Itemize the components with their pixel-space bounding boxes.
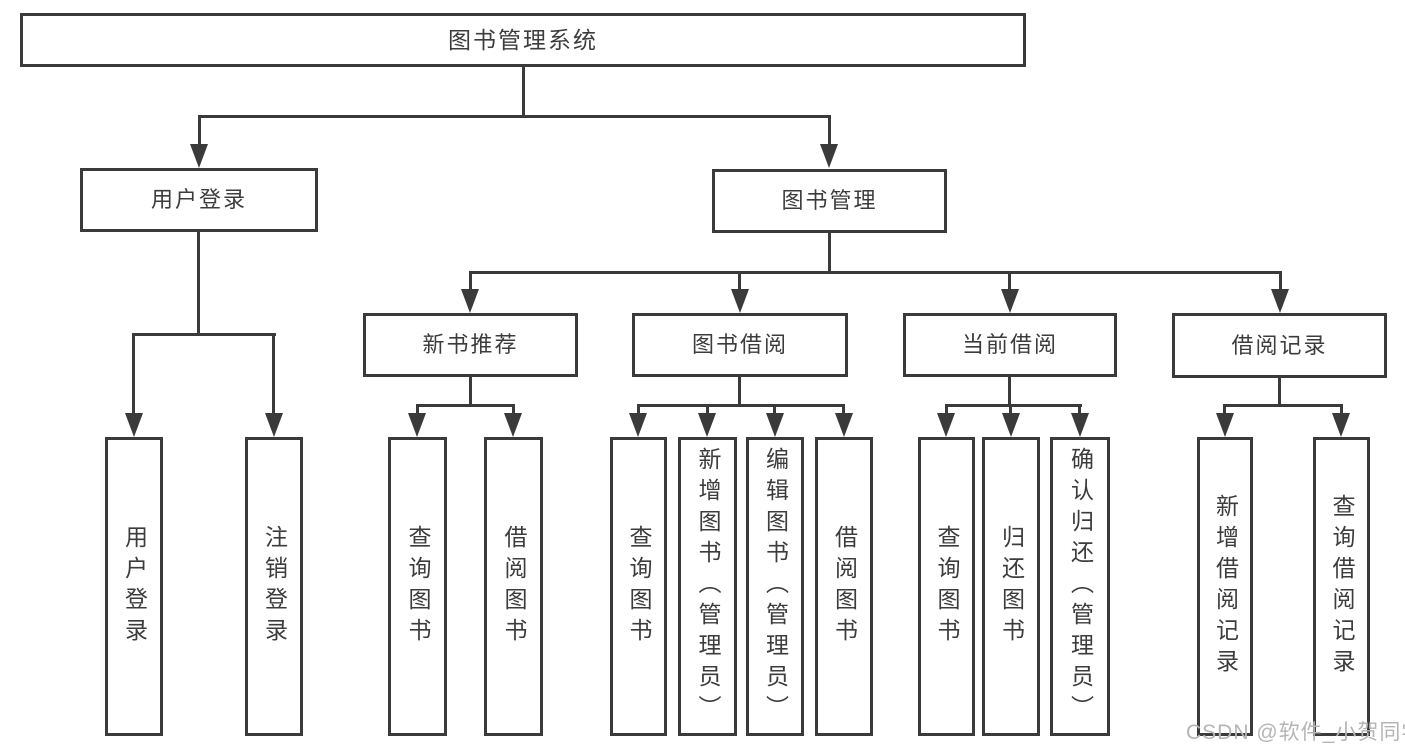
- connector-book-management-stem: [828, 233, 831, 274]
- connector-arrow-shaft: [512, 404, 515, 417]
- leaf-query-books-current: 查询图书: [918, 437, 975, 736]
- arrowhead: [731, 289, 749, 313]
- connector-arrow-shaft: [773, 404, 776, 417]
- node-root: 图书管理系统: [20, 13, 1026, 67]
- connector-arrow-shaft: [1009, 404, 1012, 417]
- arrowhead: [820, 144, 838, 168]
- arrowhead: [835, 413, 853, 437]
- node-book-management: 图书管理: [712, 169, 947, 233]
- node-user-login: 用户登录: [80, 168, 318, 232]
- leaf-confirm-return-admin: 确认归还（管理员）: [1050, 437, 1110, 736]
- arrowhead: [1332, 413, 1350, 437]
- arrowhead: [1001, 289, 1019, 313]
- arrowhead: [408, 413, 426, 437]
- connector-arrow-shaft: [738, 271, 741, 293]
- arrowhead: [504, 413, 522, 437]
- connector-arrow-shaft: [272, 333, 275, 417]
- leaf-query-books-recommend: 查询图书: [388, 437, 447, 736]
- connector-new-book-hline: [416, 404, 515, 407]
- connector-level1-hline: [198, 115, 831, 118]
- arrowhead: [265, 413, 283, 437]
- connector-arrow-shaft: [637, 404, 640, 417]
- leaf-borrow-books-borrow: 借阅图书: [815, 437, 873, 736]
- arrowhead: [1216, 413, 1234, 437]
- leaf-user-login: 用户登录: [105, 437, 163, 736]
- connector-root-stem: [522, 67, 525, 117]
- node-current-borrow: 当前借阅: [903, 313, 1117, 377]
- arrowhead: [1271, 289, 1289, 313]
- node-new-book-recommend: 新书推荐: [363, 313, 578, 377]
- connector-arrow-shaft: [416, 404, 419, 417]
- connector-current-borrow-stem: [1008, 377, 1011, 406]
- connector-user-login-hline: [132, 333, 276, 336]
- arrowhead: [1071, 413, 1089, 437]
- leaf-query-books-borrow: 查询图书: [610, 437, 667, 736]
- arrowhead: [461, 289, 479, 313]
- leaf-query-borrow-record: 查询借阅记录: [1313, 437, 1370, 736]
- connector-arrow-shaft: [1279, 271, 1282, 293]
- connector-arrow-shaft: [1078, 404, 1081, 417]
- connector-user-login-stem: [197, 232, 200, 336]
- connector-arrow-shaft: [828, 115, 831, 148]
- leaf-add-book-admin: 新增图书（管理员）: [678, 437, 737, 736]
- connector-arrow-shaft: [945, 404, 948, 417]
- connector-borrow-records-stem: [1278, 378, 1281, 406]
- connector-book-borrow-hline: [637, 404, 845, 407]
- leaf-add-borrow-record: 新增借阅记录: [1197, 437, 1253, 736]
- node-borrow-records: 借阅记录: [1172, 313, 1387, 378]
- connector-arrow-shaft: [1223, 404, 1226, 417]
- connector-arrow-shaft: [132, 333, 135, 417]
- leaf-logout: 注销登录: [245, 437, 303, 736]
- connector-arrow-shaft: [469, 271, 472, 293]
- arrowhead: [937, 413, 955, 437]
- connector-arrow-shaft: [1008, 271, 1011, 293]
- arrowhead: [629, 413, 647, 437]
- connector-arrow-shaft: [198, 115, 201, 148]
- arrowhead: [1002, 413, 1020, 437]
- connector-new-book-stem: [469, 377, 472, 406]
- connector-arrow-shaft: [842, 404, 845, 417]
- csdn-watermark: CSDN @软件_小贺同学: [1186, 721, 1405, 744]
- arrowhead: [190, 144, 208, 168]
- connector-arrow-shaft: [1340, 404, 1343, 417]
- connector-level2-hline: [469, 271, 1282, 274]
- connector-current-borrow-hline: [945, 404, 1082, 407]
- connector-book-borrow-stem: [738, 377, 741, 406]
- connector-borrow-records-hline: [1223, 404, 1343, 407]
- arrowhead: [766, 413, 784, 437]
- arrowhead: [125, 413, 143, 437]
- leaf-edit-book-admin: 编辑图书（管理员）: [746, 437, 804, 736]
- node-book-borrow: 图书借阅: [632, 313, 848, 377]
- leaf-return-book: 归还图书: [982, 437, 1040, 736]
- connector-arrow-shaft: [706, 404, 709, 417]
- arrowhead: [698, 413, 716, 437]
- leaf-borrow-books-recommend: 借阅图书: [484, 437, 543, 736]
